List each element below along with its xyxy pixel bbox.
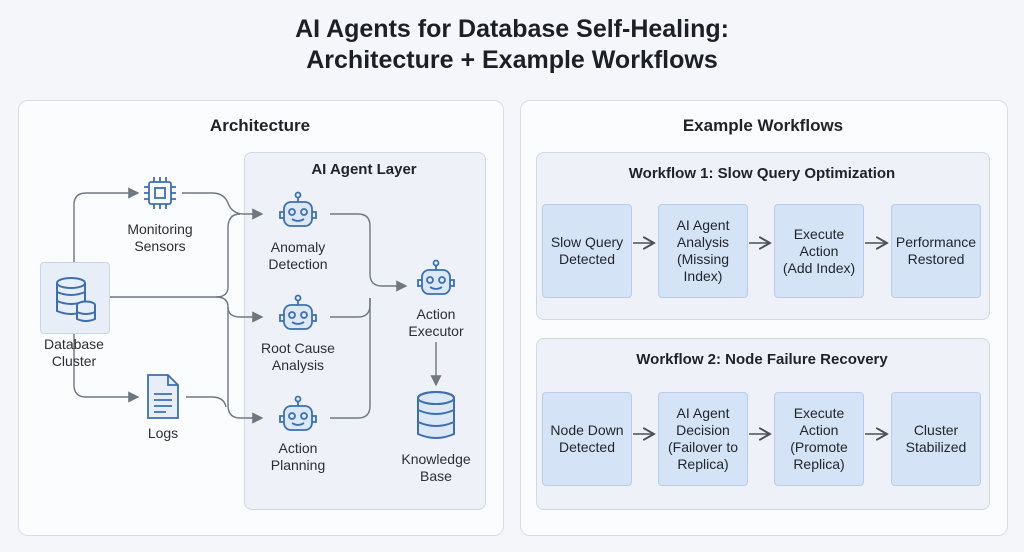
anomaly-detection-node [276, 190, 320, 234]
action-executor-label: Action Executor [408, 306, 464, 339]
action-executor-node [414, 258, 458, 302]
database-cluster-label: Database Cluster [44, 336, 104, 369]
knowledge-base-node [412, 390, 460, 442]
architecture-heading: Architecture [209, 116, 311, 135]
workflow-1-step-3: Execute Action (Add Index) [774, 204, 864, 298]
chip-icon [144, 177, 176, 209]
db-to-sensors-line [73, 187, 140, 262]
workflow-1-title: Workflow 1: Slow Query Optimization [628, 165, 896, 182]
robot-icon [417, 259, 455, 295]
root-cause-analysis-node [276, 293, 320, 337]
robot-icon [279, 294, 317, 330]
robot-icon [279, 395, 317, 431]
knowledge-base-label: Knowledge Base [401, 451, 471, 484]
action-planning-node [276, 394, 320, 438]
db-to-anomaly-line [215, 213, 241, 298]
db-to-planning-line [227, 307, 264, 424]
logs-label: Logs [147, 425, 179, 441]
monitoring-sensors-node [140, 173, 180, 213]
database-icon [417, 391, 455, 439]
workflow-2-step-4: Cluster Stabilized [891, 392, 981, 486]
workflow-2-step-3: Execute Action (Promote Replica) [774, 392, 864, 486]
anomaly-to-executor-line [330, 213, 408, 292]
workflow-2-title: Workflow 2: Node Failure Recovery [636, 351, 888, 368]
database-cluster-node [40, 262, 110, 334]
title-line-2: Architecture + Example Workflows [306, 46, 718, 74]
logs-node [142, 372, 184, 422]
action-planning-label: Action Planning [270, 440, 326, 473]
anomaly-detection-label: Anomaly Detection [268, 239, 328, 272]
workflows-heading: Example Workflows [682, 116, 844, 135]
db-to-logs-line [73, 332, 140, 403]
root-cause-analysis-label: Root Cause Analysis [261, 340, 335, 373]
document-icon [147, 374, 179, 419]
title-line-1: AI Agents for Database Self-Healing: [295, 15, 729, 43]
workflow-2-step-1: Node Down Detected [542, 392, 632, 486]
logs-to-planning-line [186, 396, 227, 408]
planning-to-executor-line [330, 298, 371, 419]
monitoring-sensors-label: Monitoring Sensors [127, 221, 193, 254]
workflow-1-step-2: AI Agent Analysis (Missing Index) [658, 204, 748, 298]
database-icon [56, 277, 96, 322]
ai-agent-layer-title: AI Agent Layer [311, 161, 417, 178]
page-title: AI Agents for Database Self-Healing: Arc… [0, 14, 1024, 76]
workflow-1-step-4: Performance Restored [891, 204, 981, 298]
workflow-2-step-2: AI Agent Decision (Failover to Replica) [658, 392, 748, 486]
workflow-1-step-1: Slow Query Detected [542, 204, 632, 298]
robot-icon [279, 191, 317, 227]
